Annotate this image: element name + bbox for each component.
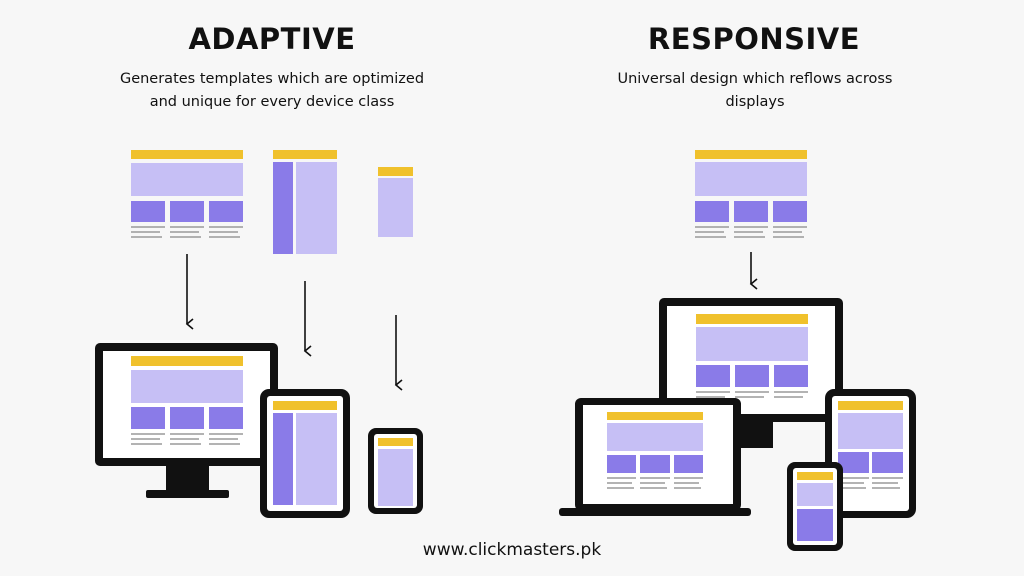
responsive-title: RESPONSIVE bbox=[647, 22, 861, 56]
laptop-device-icon bbox=[559, 398, 751, 516]
adaptive-description-line2: and unique for every device class bbox=[149, 94, 395, 110]
responsive-description-line2: displays bbox=[725, 94, 785, 110]
adaptive-desktop-template bbox=[131, 150, 243, 238]
responsive-template bbox=[695, 150, 807, 238]
tablet-device-icon bbox=[825, 389, 916, 518]
desktop-monitor-icon bbox=[95, 343, 278, 498]
responsive-description: Universal design which reflows across di… bbox=[545, 68, 965, 114]
adaptive-phone-template bbox=[378, 167, 413, 237]
adaptive-title: ADAPTIVE bbox=[188, 22, 356, 56]
adaptive-description-line1: Generates templates which are optimized bbox=[119, 71, 425, 87]
adaptive-description: Generates templates which are optimized … bbox=[62, 68, 482, 114]
tablet-device-icon bbox=[260, 389, 350, 518]
responsive-description-line1: Universal design which reflows across bbox=[617, 71, 893, 87]
phone-device-icon bbox=[787, 462, 843, 551]
adaptive-tablet-template bbox=[273, 150, 337, 254]
desktop-monitor-icon bbox=[659, 298, 843, 448]
phone-device-icon bbox=[368, 428, 423, 514]
website-url[interactable]: www.clickmasters.pk bbox=[422, 540, 602, 560]
